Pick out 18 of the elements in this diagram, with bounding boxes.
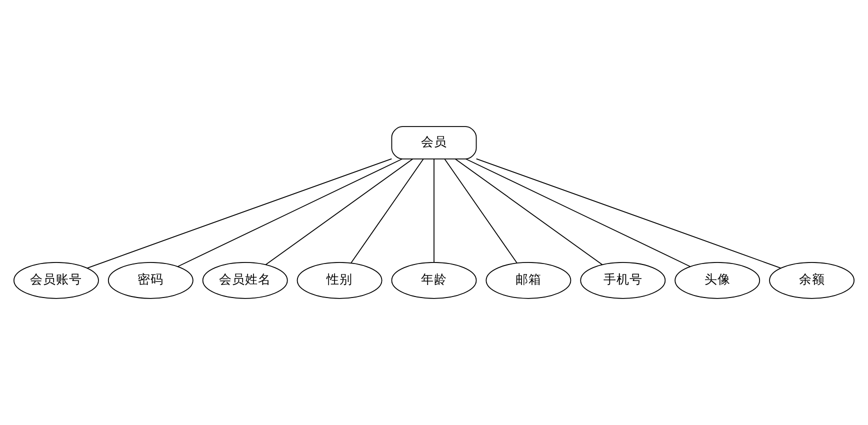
node-ellipse: 头像 xyxy=(674,262,760,299)
connector xyxy=(350,158,424,264)
connector xyxy=(265,158,414,266)
node-box: 会员 xyxy=(391,126,477,160)
connector xyxy=(476,158,782,269)
connector xyxy=(86,158,392,269)
connector xyxy=(177,158,402,267)
connector xyxy=(454,158,603,266)
node-ellipse: 性别 xyxy=(296,262,382,299)
node-ellipse: 余额 xyxy=(769,262,855,299)
node-ellipse: 年龄 xyxy=(391,262,477,299)
node-ellipse: 密码 xyxy=(108,262,194,299)
node-ellipse: 会员账号 xyxy=(13,262,99,299)
node-ellipse: 邮箱 xyxy=(486,262,572,299)
connector xyxy=(444,158,518,264)
node-ellipse: 会员姓名 xyxy=(202,262,288,299)
connector xyxy=(466,158,691,267)
node-ellipse: 手机号 xyxy=(580,262,666,299)
